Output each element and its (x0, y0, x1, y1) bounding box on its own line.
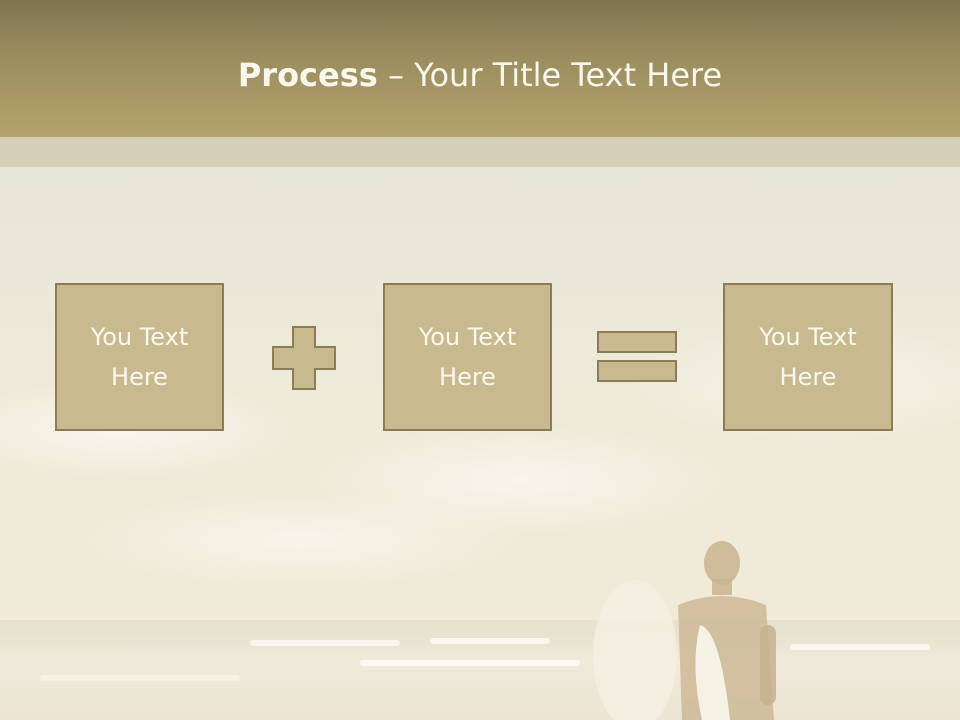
ocean-shoreline (0, 620, 960, 720)
wave-crest (790, 644, 930, 650)
process-box-2: You Text Here (383, 283, 552, 431)
box-text-line1: You Text (418, 323, 517, 351)
surfer-figure (593, 541, 776, 720)
wave-crest (250, 640, 400, 646)
wave-crest (360, 660, 580, 666)
box-text-line2: Here (439, 363, 496, 391)
slide-title: Process – Your Title Text Here (0, 54, 960, 96)
title-bar (0, 0, 960, 137)
process-box-1: You Text Here (55, 283, 224, 431)
box-text-line2: Here (111, 363, 168, 391)
wave-crest (430, 638, 550, 644)
title-bold: Process (237, 56, 378, 94)
box-text-line2: Here (779, 363, 837, 391)
box-text-line1: You Text (90, 323, 189, 351)
wave-crest (40, 675, 240, 681)
title-rest: – Your Title Text Here (377, 56, 723, 94)
equals-icon (597, 331, 677, 382)
process-box-result: You Text Here (723, 283, 893, 431)
plus-icon (272, 326, 336, 390)
box-text-line1: You Text (759, 323, 857, 351)
title-bar-shadow-band (0, 137, 960, 167)
